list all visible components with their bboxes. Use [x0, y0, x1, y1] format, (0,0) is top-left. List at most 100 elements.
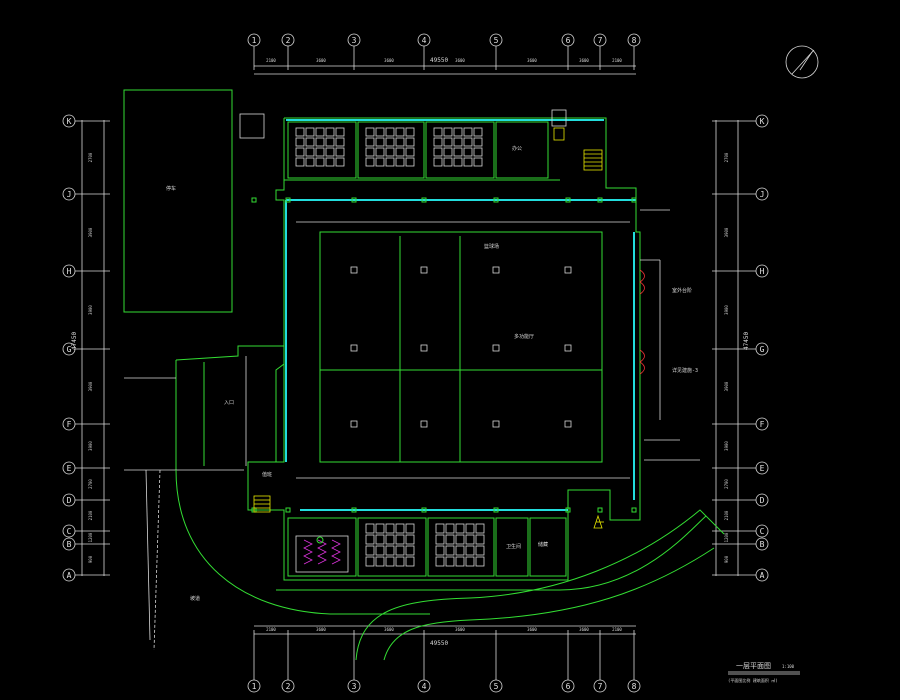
desk — [395, 556, 405, 567]
column-markers — [251, 197, 637, 513]
desk — [385, 523, 395, 534]
desk — [385, 556, 395, 567]
axis-label: 7 — [598, 36, 603, 45]
desk — [475, 556, 485, 567]
span-label: 2700 — [724, 152, 729, 162]
desk — [475, 545, 485, 556]
desk — [335, 137, 345, 147]
axis-label: G — [760, 345, 765, 354]
axis-label: 5 — [494, 682, 499, 691]
desk — [435, 534, 445, 545]
axis-label: B — [760, 540, 765, 549]
desk — [335, 127, 345, 137]
axis-label: A — [67, 571, 72, 580]
classrooms-top — [284, 121, 560, 181]
span-label: 3900 — [88, 441, 93, 451]
span-label: 2100 — [266, 627, 276, 632]
axis-label: 5 — [494, 36, 499, 45]
axis-label: 3 — [352, 36, 357, 45]
desk — [465, 556, 475, 567]
span-label: 3900 — [724, 227, 729, 237]
desk — [453, 127, 463, 137]
desk — [365, 137, 375, 147]
desk — [295, 147, 305, 157]
desk — [463, 147, 473, 157]
stair-bottom-right — [593, 514, 604, 529]
span-label: 3900 — [88, 305, 93, 315]
column-marker — [350, 266, 358, 274]
axis-label: 4 — [422, 682, 427, 691]
desk — [443, 137, 453, 147]
axis-label: J — [67, 190, 72, 199]
desk — [365, 147, 375, 157]
overall-dim-bottom: 49550 — [430, 640, 448, 647]
span-label: 2700 — [88, 479, 93, 489]
court-label: 篮球场 — [484, 243, 499, 250]
scale-note: 1:100 — [782, 664, 795, 669]
desk — [385, 137, 395, 147]
span-label: 3600 — [527, 627, 537, 632]
desk — [395, 157, 405, 167]
column-marker — [492, 420, 500, 428]
desk — [433, 147, 443, 157]
column-marker — [492, 266, 500, 274]
desk — [405, 137, 415, 147]
desk — [315, 157, 325, 167]
desk — [453, 147, 463, 157]
desk — [375, 147, 385, 157]
column-marker — [420, 266, 428, 274]
toilet-label: 卫生间 — [506, 543, 521, 550]
desk — [433, 157, 443, 167]
desk — [465, 534, 475, 545]
desk — [305, 157, 315, 167]
axis-label: 6 — [566, 36, 571, 45]
desk — [395, 147, 405, 157]
overall-dim-left: 47450 — [71, 332, 78, 350]
desk-grid-bottom — [365, 523, 485, 567]
axis-label: D — [67, 496, 72, 505]
span-label: 3900 — [88, 227, 93, 237]
axis-label: 6 — [566, 682, 571, 691]
desk — [365, 534, 375, 545]
site-road — [145, 469, 725, 661]
desk — [445, 534, 455, 545]
desk — [375, 137, 385, 147]
desk — [325, 127, 335, 137]
axis-label: E — [67, 464, 72, 473]
building-walls — [247, 117, 641, 581]
axis-label: 7 — [598, 682, 603, 691]
span-label: 3900 — [724, 381, 729, 391]
desk — [375, 127, 385, 137]
axis-label: F — [67, 420, 72, 429]
axis-label: H — [760, 267, 765, 276]
office-label: 办公 — [512, 145, 522, 152]
desk — [443, 127, 453, 137]
column-marker — [564, 420, 572, 428]
axis-label: C — [67, 527, 72, 536]
axis-label: G — [67, 345, 72, 354]
span-label: 3900 — [724, 441, 729, 451]
desk — [463, 157, 473, 167]
note-1: 室外台阶 — [672, 287, 692, 294]
desk — [305, 127, 315, 137]
desk — [395, 523, 405, 534]
storage-label: 储藏 — [538, 541, 548, 548]
span-label: 2100 — [612, 58, 622, 63]
toilet-fixtures — [295, 535, 349, 573]
axis-label: K — [760, 117, 765, 126]
desk — [365, 157, 375, 167]
desk — [395, 534, 405, 545]
column-marker — [564, 266, 572, 274]
desk — [405, 556, 415, 567]
desk — [295, 137, 305, 147]
axis-label: 2 — [286, 36, 291, 45]
classrooms-bottom — [287, 517, 567, 577]
desk — [465, 523, 475, 534]
desk — [365, 523, 375, 534]
axis-label: 3 — [352, 682, 357, 691]
desk — [445, 523, 455, 534]
span-label: 900 — [724, 555, 729, 563]
axis-bubbles-left: KJHGFEDCBA270039003900390039002700210012… — [62, 114, 729, 582]
